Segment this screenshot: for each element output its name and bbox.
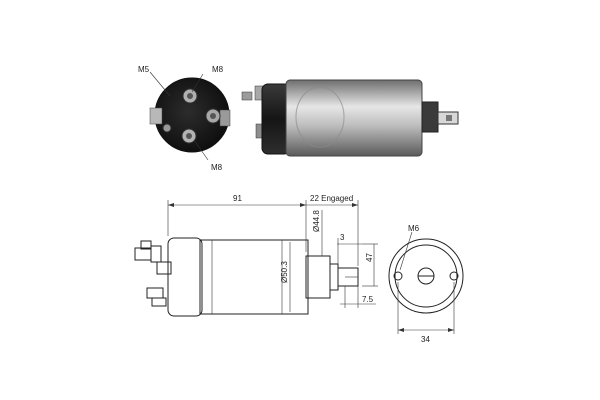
- drawing-end-view: M6 34: [388, 224, 464, 344]
- dim-plunger-offset: 3: [340, 233, 345, 242]
- drawing-side-view: 91 22 Engaged Ø44.8 Ø50.3 3 47 7.5: [134, 194, 378, 317]
- dim-plunger-length: 47: [365, 253, 374, 262]
- dim-flange-dia: Ø44.8: [312, 210, 321, 232]
- end-thread-label: M6: [408, 224, 420, 233]
- callout-m8-top: M8: [212, 65, 224, 74]
- end-width-label: 34: [421, 335, 430, 344]
- dim-slot-offset: 7.5: [362, 295, 374, 304]
- callout-m8-bottom: M8: [211, 163, 223, 172]
- dim-body-dia: Ø50.3: [280, 261, 289, 283]
- photo-end-view: M5 M8 M8: [138, 65, 231, 172]
- dim-length: 91: [233, 194, 242, 203]
- callout-m5: M5: [138, 65, 150, 74]
- photo-side-view: [241, 79, 459, 157]
- dim-engaged: 22 Engaged: [310, 194, 353, 203]
